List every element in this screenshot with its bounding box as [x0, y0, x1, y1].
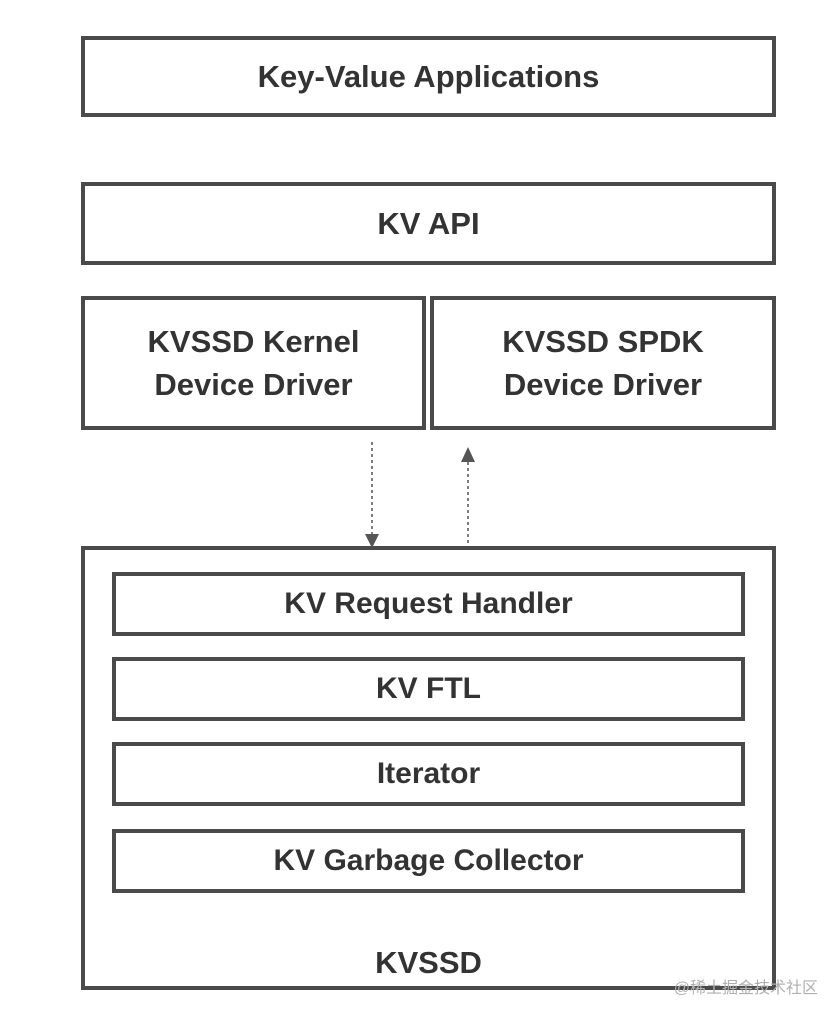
kernel-driver-line2: Device Driver: [154, 367, 353, 402]
spdk-driver-line1: KVSSD SPDK: [502, 323, 704, 359]
kernel-driver-line1: KVSSD Kernel: [147, 323, 360, 359]
spdk-device-driver-box: KVSSD SPDK Device Driver: [430, 296, 776, 430]
kernel-device-driver-box: KVSSD Kernel Device Driver: [81, 296, 426, 430]
watermark: @稀土掘金技术社区: [673, 980, 818, 997]
kernel-device-driver-label: KVSSD Kernel Device Driver: [148, 320, 360, 407]
down-arrow: [365, 442, 379, 548]
kvssd-label: KVSSD: [375, 944, 482, 980]
kv-ftl-box: KV FTL: [112, 657, 745, 721]
key-value-applications-label: Key-Value Applications: [257, 58, 600, 94]
up-arrow: [461, 447, 475, 546]
kv-ftl-label: KV FTL: [376, 672, 481, 705]
iterator-label: Iterator: [376, 757, 481, 790]
kv-request-handler-label: KV Request Handler: [284, 587, 573, 620]
kv-garbage-collector-box: KV Garbage Collector: [112, 829, 745, 893]
kv-request-handler-box: KV Request Handler: [112, 572, 745, 636]
spdk-device-driver-label: KVSSD SPDK Device Driver: [502, 320, 704, 407]
iterator-box: Iterator: [112, 742, 745, 806]
key-value-applications-box: Key-Value Applications: [81, 36, 776, 117]
spdk-driver-line2: Device Driver: [503, 367, 703, 402]
kv-api-box: KV API: [81, 182, 776, 265]
kv-api-label: KV API: [377, 205, 480, 241]
kv-garbage-collector-label: KV Garbage Collector: [273, 844, 584, 877]
